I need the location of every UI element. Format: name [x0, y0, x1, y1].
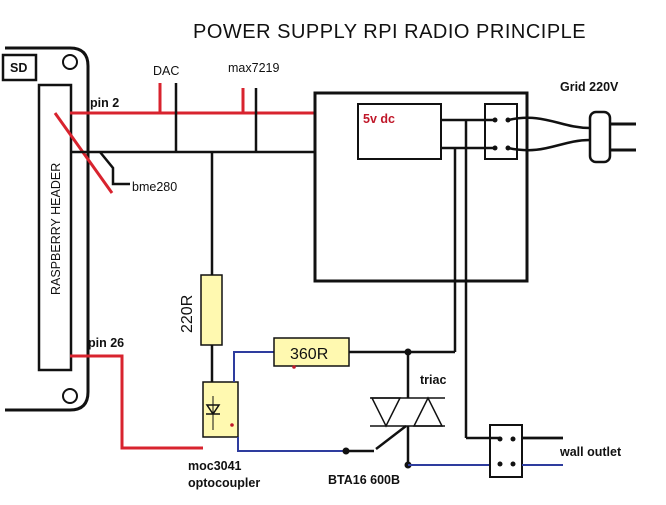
power-supply: 5v dc [313, 91, 529, 283]
psu-label: 5v dc [363, 112, 395, 126]
triac-symbol [342, 348, 445, 469]
resistor-220r [200, 274, 223, 346]
wire-pin26 [70, 354, 203, 450]
r360-label: 360R [290, 346, 328, 363]
outlet-label: wall outlet [559, 445, 622, 459]
opto-label: optocoupler [188, 476, 260, 490]
wire-ground [70, 83, 358, 382]
raspberry-header: RASPBERRY HEADER [37, 83, 73, 372]
pin2-label: pin 2 [90, 96, 119, 110]
wire-control [233, 351, 346, 452]
r220-label: 220R [179, 295, 196, 333]
resistor-360r: 360R [273, 337, 350, 369]
bta-label: BTA16 600B [328, 473, 400, 487]
triac-label: triac [420, 373, 446, 387]
bme280-label: bme280 [132, 180, 177, 194]
dac-label: DAC [153, 64, 179, 78]
plug-icon [588, 110, 636, 164]
max7219-label: max7219 [228, 61, 279, 75]
pin26-label: pin 26 [88, 336, 124, 350]
diagram-title: POWER SUPPLY RPI RADIO PRINCIPLE [193, 21, 586, 43]
sd-card: SD [1, 53, 38, 82]
optocoupler [202, 381, 239, 438]
moc-label: moc3041 [188, 459, 242, 473]
raspberry-board [5, 46, 90, 412]
sd-label: SD [10, 61, 27, 75]
header-label: RASPBERRY HEADER [49, 163, 63, 295]
grid-label: Grid 220V [560, 80, 619, 94]
wall-outlet [466, 424, 563, 478]
